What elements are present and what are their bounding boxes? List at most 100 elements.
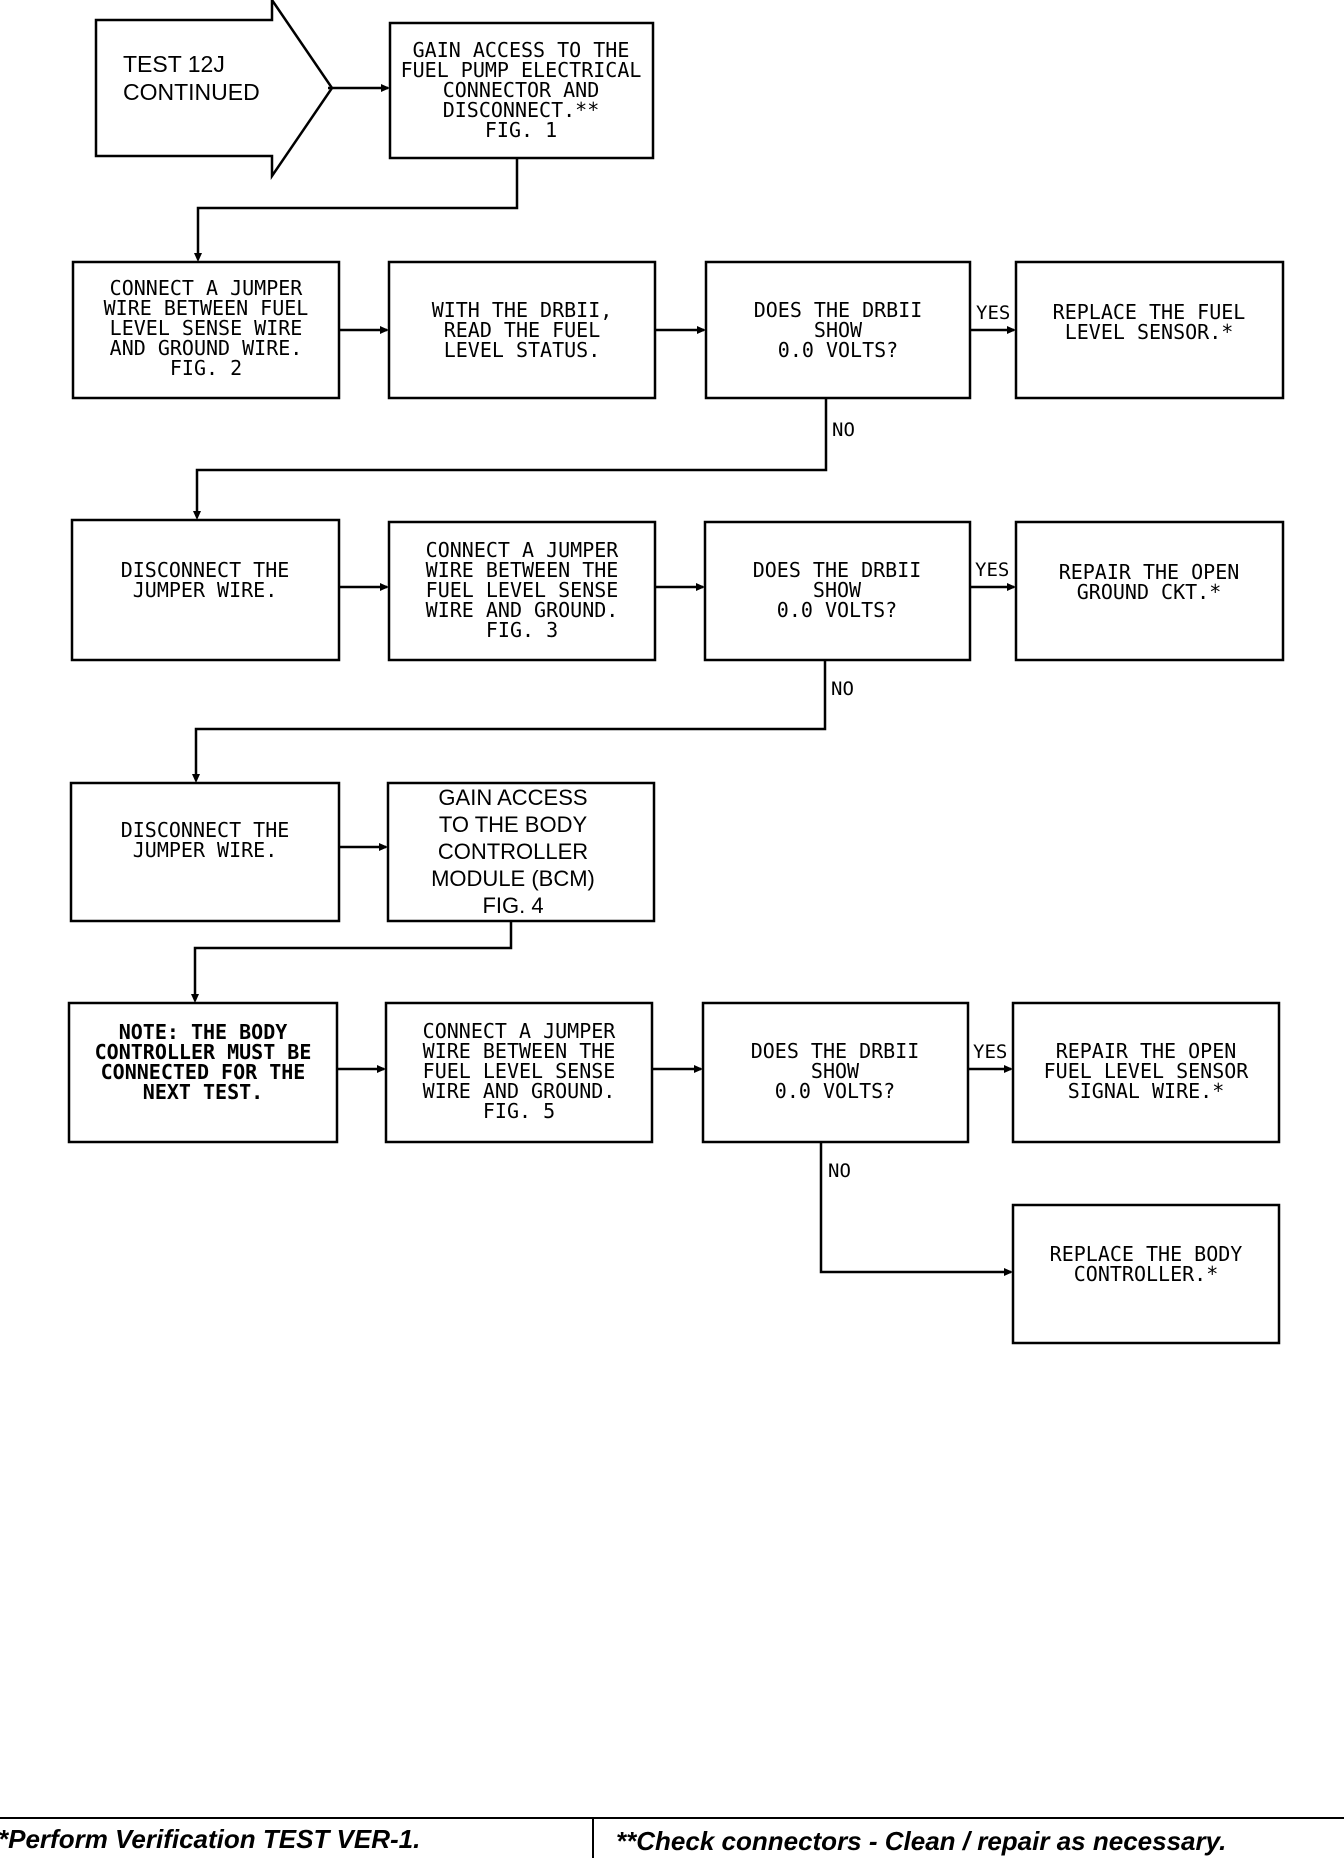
box-text-line: SHOW — [813, 578, 862, 602]
box-text-line: MODULE (BCM) — [431, 866, 595, 891]
box-text-line: FIG. 5 — [483, 1099, 555, 1123]
footer-note-verification: *Perform Verification TEST VER-1. — [0, 1824, 420, 1854]
box-text-line: FIG. 3 — [486, 618, 558, 642]
arrowhead — [696, 583, 705, 591]
box-text-line: WIRE AND GROUND. — [423, 1079, 616, 1103]
box-text-line: AND GROUND WIRE. — [110, 336, 303, 360]
no-label: NO — [831, 678, 854, 700]
box-text-line: SHOW — [811, 1059, 860, 1083]
box-text-line: LEVEL SENSOR.* — [1065, 320, 1234, 344]
box-text-line: CONNECT A JUMPER — [423, 1019, 617, 1043]
box-text-line: FIG. 2 — [170, 356, 242, 380]
connector-line — [193, 921, 513, 999]
connector-line — [819, 1142, 1011, 1274]
box-text-line: REPAIR THE OPEN — [1059, 560, 1240, 584]
yes-label: YES — [976, 302, 1010, 324]
box-text-line: READ THE FUEL — [444, 318, 601, 342]
box-text-line: REPLACE THE FUEL — [1053, 300, 1246, 324]
connector-line — [194, 660, 827, 779]
box-text-line: NEXT TEST. — [143, 1080, 263, 1104]
connector-line — [196, 158, 519, 258]
box-text-line: WIRE AND GROUND. — [426, 598, 619, 622]
arrowhead — [192, 774, 200, 783]
box-text-line: FIG. 1 — [485, 118, 557, 142]
box-text-line: FUEL LEVEL SENSE — [423, 1059, 616, 1083]
box-text-line: DISCONNECT THE — [121, 558, 290, 582]
box-text-line: 0.0 VOLTS? — [775, 1079, 895, 1103]
box-text-line: REPAIR THE OPEN — [1056, 1039, 1237, 1063]
box-text-line: CONTROLLER — [438, 839, 588, 864]
box-text-line: WIRE BETWEEN FUEL — [104, 296, 309, 320]
no-label: NO — [828, 1160, 851, 1182]
box-text-line: WIRE BETWEEN THE — [423, 1039, 616, 1063]
arrowhead — [193, 511, 201, 520]
box-text-line: SHOW — [814, 318, 863, 342]
arrowhead — [1007, 326, 1016, 334]
yes-label: YES — [975, 559, 1009, 581]
box-text-line: JUMPER WIRE. — [133, 578, 278, 602]
box-text-line: GAIN ACCESS TO THE — [413, 38, 630, 62]
yes-label: YES — [973, 1041, 1007, 1063]
box-text-line: SIGNAL WIRE.* — [1068, 1079, 1225, 1103]
arrowhead — [380, 326, 389, 334]
box-text-line: REPLACE THE BODY — [1050, 1242, 1243, 1266]
box-text-line: GROUND CKT.* — [1077, 580, 1222, 604]
connector-line — [195, 398, 828, 516]
footer-note-connectors: **Check connectors - Clean / repair as n… — [616, 1826, 1226, 1856]
box-text-line: CONTROLLER MUST BE — [95, 1040, 312, 1064]
box-text-line: FUEL PUMP ELECTRICAL — [401, 58, 642, 82]
box-text-line: LEVEL STATUS. — [444, 338, 601, 362]
box-text-line: DOES THE DRBII — [751, 1039, 920, 1063]
box-text-line: 0.0 VOLTS? — [778, 338, 898, 362]
arrowhead — [377, 1065, 386, 1073]
box-text-line: FUEL LEVEL SENSE — [426, 578, 619, 602]
box-text-line: CONTROLLER.* — [1074, 1262, 1219, 1286]
box-text-line: DOES THE DRBII — [754, 298, 923, 322]
connectors — [191, 84, 1016, 1276]
box-text-line: GAIN ACCESS — [438, 785, 587, 810]
arrowhead — [1004, 1268, 1013, 1276]
arrowhead — [379, 843, 388, 851]
start-label-line-2: CONTINUED — [123, 79, 260, 105]
start-label-line-1: TEST 12J — [123, 51, 225, 77]
box-text-line: 0.0 VOLTS? — [777, 598, 897, 622]
box-text-line: JUMPER WIRE. — [133, 838, 278, 862]
box-text-line: CONNECTED FOR THE — [101, 1060, 306, 1084]
box-text-line: CONNECTOR AND — [443, 78, 600, 102]
arrowhead — [380, 583, 389, 591]
box-text-line: FIG. 4 — [482, 893, 543, 918]
start-arrow: TEST 12J CONTINUED — [94, 0, 334, 181]
box-text-line: NOTE: THE BODY — [119, 1020, 288, 1044]
box-text-line: WITH THE DRBII, — [432, 298, 613, 322]
box-text-line: CONNECT A JUMPER — [426, 538, 620, 562]
box-text-line: LEVEL SENSE WIRE — [110, 316, 303, 340]
box-text-line: CONNECT A JUMPER — [110, 276, 304, 300]
box-text-line: DOES THE DRBII — [753, 558, 922, 582]
